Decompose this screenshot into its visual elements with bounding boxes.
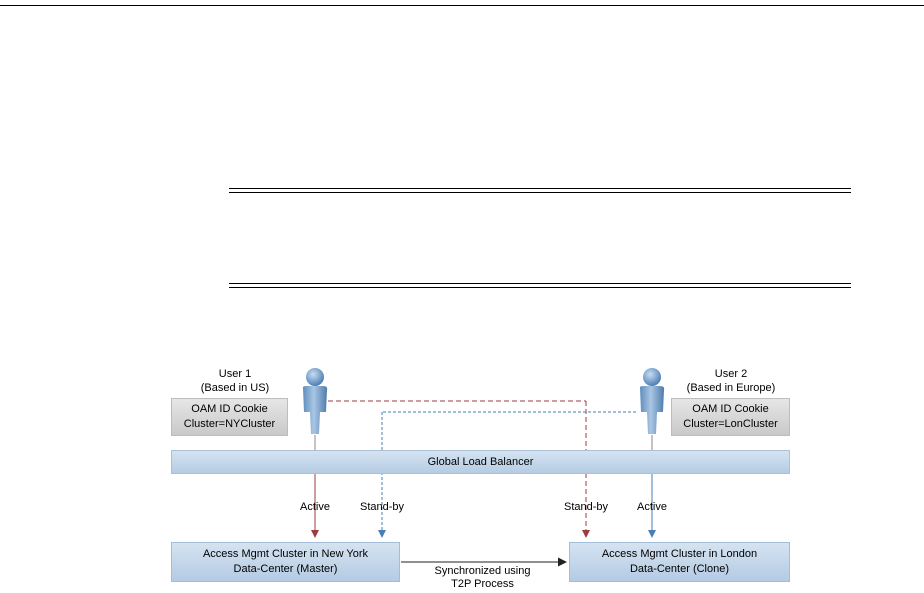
cookie-title: OAM ID Cookie	[692, 403, 769, 415]
page-top-rule	[0, 5, 924, 6]
global-load-balancer: Global Load Balancer	[171, 450, 790, 474]
user2-name: User 2	[714, 368, 748, 380]
new-york-cluster-box: Access Mgmt Cluster in New York Data-Cen…	[171, 542, 400, 582]
user2-location: (Based in Europe)	[686, 382, 776, 394]
cookie-title: OAM ID Cookie	[191, 403, 268, 415]
user1-cookie-box: OAM ID Cookie Cluster=NYCluster	[171, 398, 288, 436]
user2-person-icon	[639, 368, 665, 434]
cluster-name: Access Mgmt Cluster in New York	[202, 548, 369, 560]
sync-label-line2: T2P Process	[451, 578, 514, 590]
load-balancer-label: Global Load Balancer	[427, 455, 534, 468]
note-bottom-rule	[229, 283, 851, 288]
sync-label-line1: Synchronized using	[434, 565, 531, 577]
note-top-rule	[229, 188, 851, 193]
cookie-cluster: Cluster=LonCluster	[683, 418, 778, 430]
standby-left-label: Stand-by	[359, 501, 405, 513]
user1-location: (Based in US)	[200, 382, 270, 394]
cluster-name: Access Mgmt Cluster in London	[601, 548, 758, 560]
cluster-role: Data-Center (Clone)	[629, 563, 730, 575]
cookie-cluster: Cluster=NYCluster	[183, 418, 276, 430]
user2-cookie-box: OAM ID Cookie Cluster=LonCluster	[671, 398, 790, 436]
user1-name: User 1	[218, 368, 252, 380]
cluster-role: Data-Center (Master)	[233, 563, 338, 575]
active-left-label: Active	[300, 501, 330, 513]
london-cluster-box: Access Mgmt Cluster in London Data-Cente…	[569, 542, 790, 582]
user2-standby-route	[378, 411, 636, 538]
active-right-label: Active	[637, 501, 667, 513]
standby-right-label: Stand-by	[563, 501, 609, 513]
user1-person-icon	[302, 368, 328, 434]
